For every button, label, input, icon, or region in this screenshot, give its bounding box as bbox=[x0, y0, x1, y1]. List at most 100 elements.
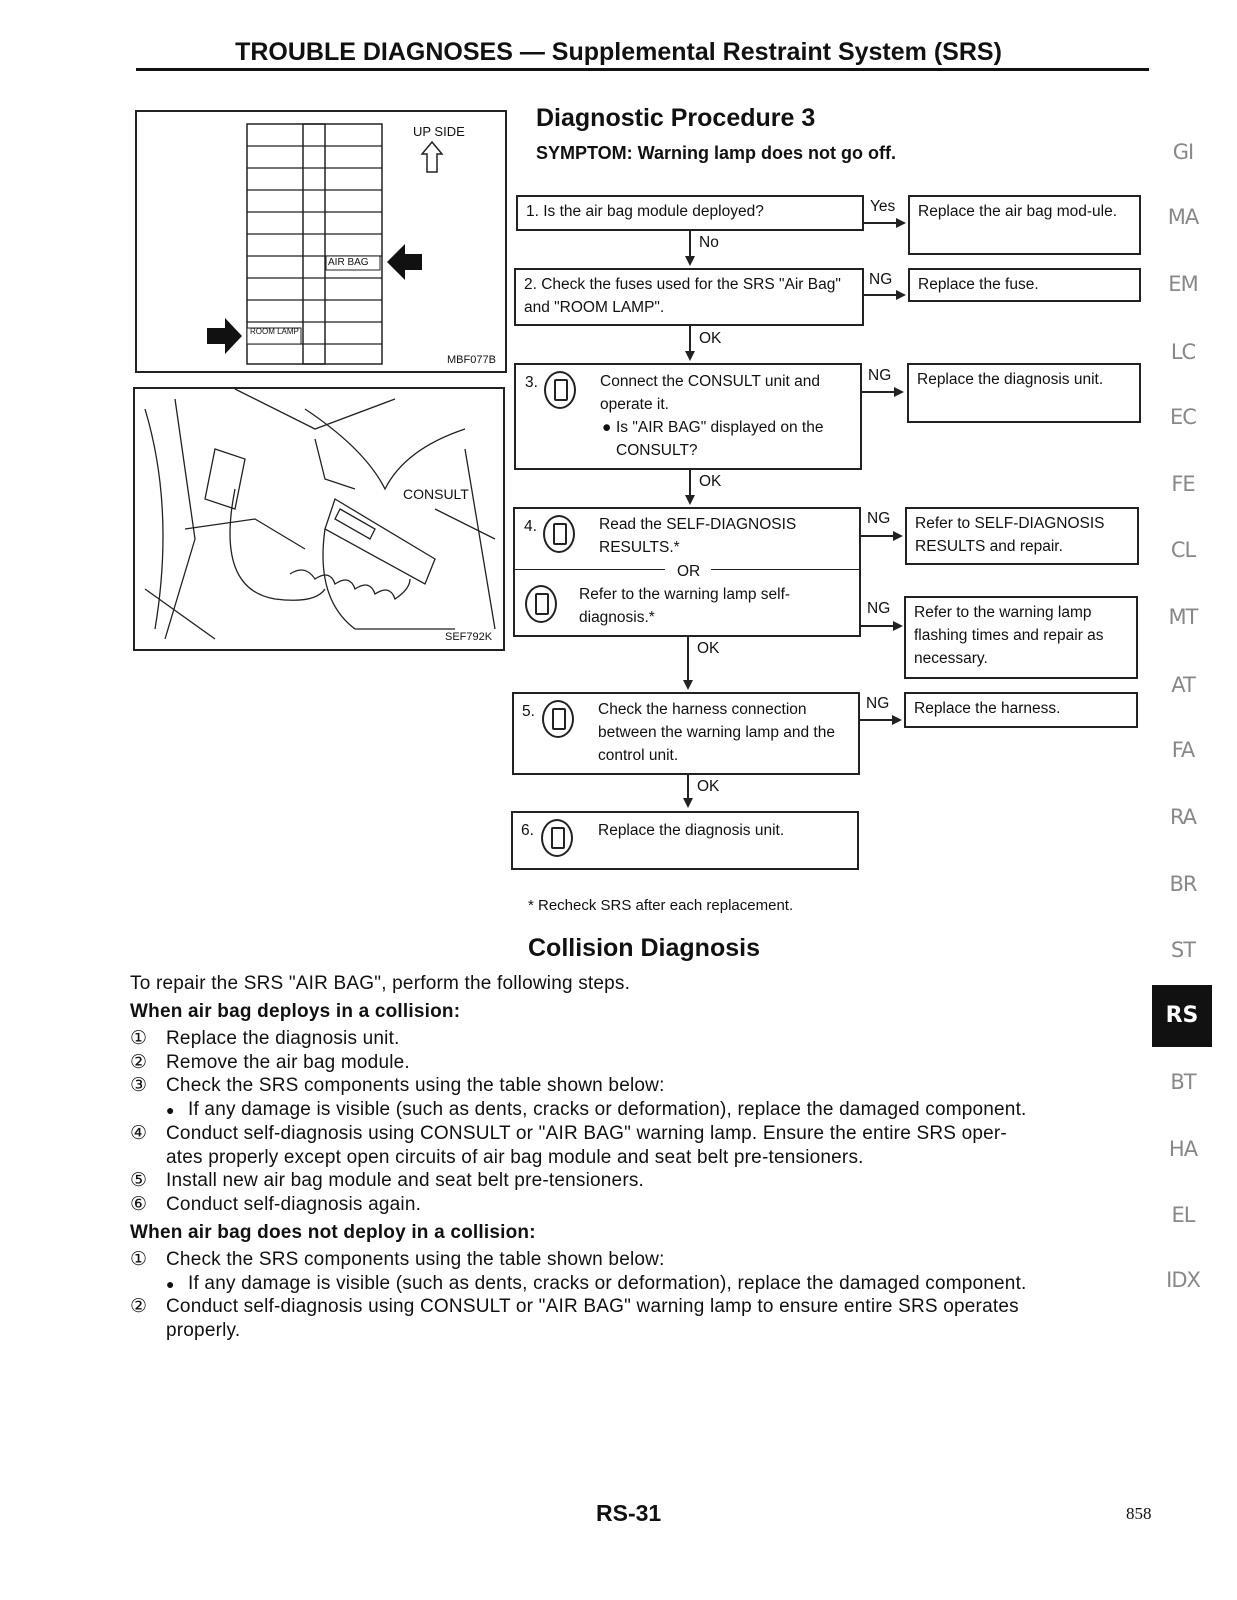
tab-el[interactable]: EL bbox=[1171, 1203, 1196, 1227]
connector bbox=[689, 326, 691, 352]
figure-code: SEF792K bbox=[445, 631, 493, 643]
tab-ec[interactable]: EC bbox=[1170, 405, 1197, 429]
step-marker: ② bbox=[130, 1296, 148, 1318]
deploy-heading: When air bag deploys in a collision: bbox=[130, 1001, 461, 1022]
tab-ma[interactable]: MA bbox=[1167, 205, 1199, 229]
step-marker: ① bbox=[130, 1028, 148, 1049]
warning-lamp-icon bbox=[525, 585, 557, 623]
consult-icon bbox=[544, 371, 576, 409]
consult-connection-figure: CONSULT SEF792K bbox=[133, 387, 505, 651]
step-text: Install new air bag module and seat belt… bbox=[166, 1170, 645, 1192]
procedure-symptom: SYMPTOM: Warning lamp does not go off. bbox=[536, 143, 896, 163]
arrow-right bbox=[892, 715, 902, 725]
step-marker: ③ bbox=[130, 1075, 148, 1097]
page-code: RS-31 bbox=[596, 1500, 662, 1526]
tab-ha[interactable]: HA bbox=[1168, 1137, 1198, 1161]
section-title: Collision Diagnosis bbox=[528, 934, 760, 962]
connector bbox=[862, 391, 896, 393]
fuse-block-figure: UP SIDE AIR BAG ROOM LAMP MBF077B bbox=[135, 110, 507, 373]
connector bbox=[687, 775, 689, 799]
step-3-branch: NG bbox=[868, 367, 892, 384]
step-4-branch: NG bbox=[867, 510, 891, 527]
step-2-branch: NG bbox=[869, 271, 893, 288]
tab-em[interactable]: EM bbox=[1168, 272, 1198, 296]
consult-label: CONSULT bbox=[403, 486, 469, 502]
fuse-block-drawing bbox=[207, 123, 444, 365]
arrow-down bbox=[685, 351, 695, 361]
step-1-box: 1. Is the air bag module deployed? bbox=[516, 195, 864, 231]
consult-icon bbox=[543, 515, 575, 553]
warning-lamp-icon bbox=[541, 819, 573, 857]
tab-at[interactable]: AT bbox=[1171, 673, 1196, 697]
warning-lamp-icon bbox=[542, 700, 574, 738]
step-marker: ① bbox=[130, 1249, 148, 1270]
tab-cl[interactable]: CL bbox=[1170, 538, 1196, 562]
tab-fe[interactable]: FE bbox=[1171, 472, 1195, 496]
step-marker: ● bbox=[166, 1275, 175, 1292]
tab-st[interactable]: ST bbox=[1170, 938, 1196, 962]
step-item: ates properly except open circuits of ai… bbox=[130, 1146, 864, 1169]
tab-idx[interactable]: IDX bbox=[1166, 1268, 1201, 1292]
header-rule bbox=[136, 68, 1149, 71]
step-text: If any damage is visible (such as dents,… bbox=[188, 1099, 1027, 1121]
arrow-right bbox=[896, 218, 906, 228]
step-text: Replace the diagnosis unit. bbox=[166, 1028, 400, 1049]
tab-rs[interactable]: RS bbox=[1152, 985, 1212, 1047]
connector bbox=[861, 625, 893, 627]
step-item: properly. bbox=[130, 1319, 240, 1342]
step-2-box: 2. Check the fuses used for the SRS "Air… bbox=[514, 268, 864, 326]
connector bbox=[689, 470, 691, 496]
step-item: ① Replace the diagnosis unit. bbox=[130, 1027, 400, 1050]
step-5-branch: NG bbox=[866, 695, 890, 712]
page-number: 858 bbox=[1126, 1504, 1152, 1523]
arrow-right bbox=[896, 290, 906, 300]
step-3-box: 3. Connect the CONSULT unit and operate … bbox=[514, 363, 862, 470]
step-marker: ⑥ bbox=[130, 1193, 148, 1215]
connector bbox=[687, 637, 689, 680]
step-text: ates properly except open circuits of ai… bbox=[166, 1146, 864, 1168]
step-1-branch: Yes bbox=[870, 198, 896, 215]
collision-intro: To repair the SRS "AIR BAG", perform the… bbox=[130, 973, 631, 994]
step-1-text: 1. Is the air bag module deployed? bbox=[526, 203, 764, 220]
step-2-next: OK bbox=[699, 330, 722, 347]
tab-fa[interactable]: FA bbox=[1171, 738, 1196, 762]
step-text: properly. bbox=[166, 1320, 241, 1342]
procedure-note: * Recheck SRS after each replacement. bbox=[528, 897, 794, 914]
nodeploy-heading: When air bag does not deploy in a collis… bbox=[130, 1222, 536, 1243]
step-text: Remove the air bag module. bbox=[166, 1051, 410, 1073]
connector bbox=[864, 294, 898, 296]
arrow-right bbox=[893, 621, 903, 631]
step-6-box: 6. Replace the diagnosis unit. bbox=[511, 811, 859, 870]
connector bbox=[860, 719, 894, 721]
step-5-result: Replace the harness. bbox=[904, 692, 1138, 728]
arrow-right bbox=[893, 531, 903, 541]
figure-code: MBF077B bbox=[447, 354, 496, 366]
page-title: TROUBLE DIAGNOSES — Supplemental Restrai… bbox=[235, 38, 1002, 66]
tab-lc[interactable]: LC bbox=[1170, 340, 1196, 364]
step-3-next: OK bbox=[699, 473, 722, 490]
step-5-box: 5. Check the harness connection between … bbox=[512, 692, 860, 775]
step-4-alt-result: Refer to the warning lamp flashing times… bbox=[904, 596, 1138, 679]
tab-bt[interactable]: BT bbox=[1170, 1070, 1196, 1094]
tab-br[interactable]: BR bbox=[1169, 872, 1198, 896]
step-4-result: Refer to SELF-DIAGNOSIS RESULTS and repa… bbox=[905, 507, 1139, 565]
step-2-text: 2. Check the fuses used for the SRS "Air… bbox=[524, 276, 841, 316]
step-4-alt-branch: NG bbox=[867, 600, 891, 617]
tab-ra[interactable]: RA bbox=[1169, 805, 1197, 829]
arrow-down bbox=[683, 798, 693, 808]
tab-gi[interactable]: GI bbox=[1172, 140, 1194, 164]
arrow-down bbox=[683, 680, 693, 690]
step-item: ● If any damage is visible (such as dents… bbox=[130, 1272, 1027, 1296]
step-1-result: Replace the air bag mod-ule. bbox=[908, 195, 1141, 255]
room-lamp-fuse-label: ROOM LAMP bbox=[250, 327, 299, 336]
step-text: Check the SRS components using the table… bbox=[166, 1249, 665, 1270]
tab-mt[interactable]: MT bbox=[1168, 605, 1199, 629]
step-4-box: 4. Read the SELF-DIAGNOSIS RESULTS.* OR … bbox=[513, 507, 861, 637]
connector bbox=[864, 222, 898, 224]
step-text: If any damage is visible (such as dents,… bbox=[188, 1272, 1027, 1294]
